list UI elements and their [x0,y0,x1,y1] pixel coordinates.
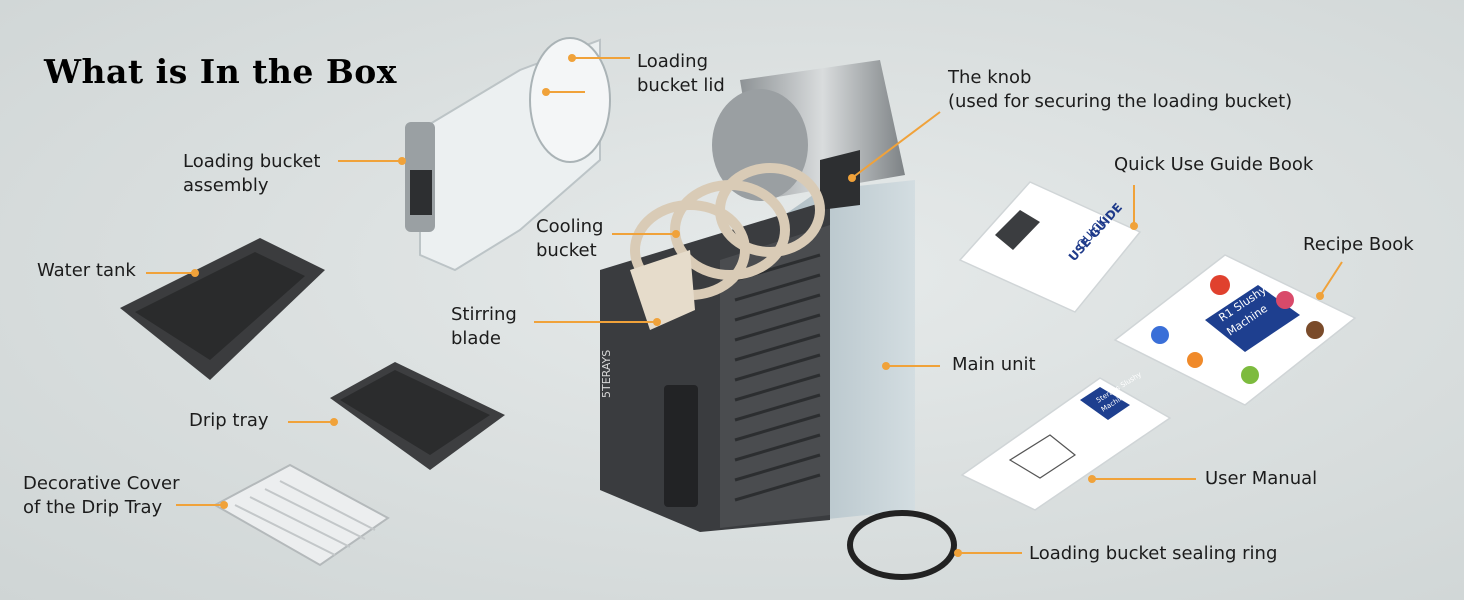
user-manual-image: 5terays Slushy Machine [960,370,1172,511]
recipe-book-image: R1 Slushy Machine [1113,254,1357,406]
label-quick-use-guide: Quick Use Guide Book [1114,154,1314,175]
label-sealing-ring: Loading bucket sealing ring [1029,543,1278,564]
label-recipe-book: Recipe Book [1303,234,1414,255]
loading-bucket-assembly-image [405,37,611,272]
label-user-manual: User Manual [1205,468,1318,489]
drip-tray-image [330,362,505,470]
brand-logo-text: 5TERAYS [600,350,613,398]
callout-lines [146,54,1343,557]
drip-tray-cover-image [212,463,390,567]
sealing-ring-image [847,510,957,580]
water-tank-image [120,238,325,380]
label-knob: The knob(used for securing the loading b… [948,67,1293,112]
label-drip-tray: Drip tray [189,410,269,431]
page-title: What is In the Box [44,52,397,91]
main-unit-image [600,60,915,532]
label-water-tank: Water tank [37,260,136,281]
quick-use-guide-image: QUICK USE GUIDE [958,181,1142,313]
label-main-unit: Main unit [952,354,1036,375]
